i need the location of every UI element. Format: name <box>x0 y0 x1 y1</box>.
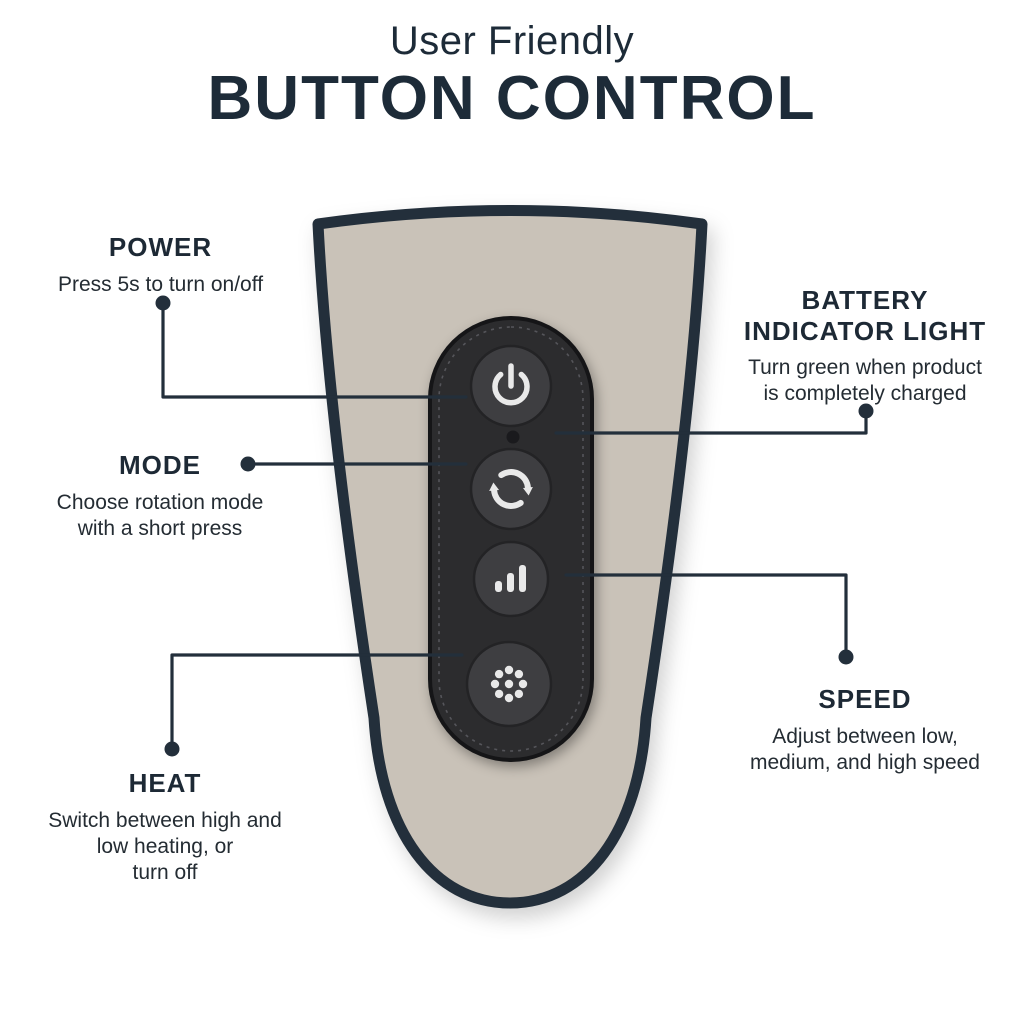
signal-bars-icon <box>495 565 526 592</box>
mode-callout: MODE Choose rotation mode with a short p… <box>30 450 290 542</box>
page-subtitle: User Friendly <box>389 19 635 63</box>
heat-callout: HEAT Switch between high and low heating… <box>25 768 305 886</box>
heat-callout-dot <box>164 741 180 757</box>
power-heading: POWER <box>108 232 213 262</box>
callout-dots <box>155 295 874 757</box>
speed-heading: SPEED <box>818 684 912 714</box>
battery-led <box>506 430 520 444</box>
heat-heading: HEAT <box>128 768 202 798</box>
page-title: BUTTON CONTROL <box>207 64 817 133</box>
battery-heading-line-1: BATTERY <box>801 285 929 315</box>
mode-heading: MODE <box>119 450 201 480</box>
mode-callout-dot <box>240 456 256 472</box>
power-icon <box>492 363 530 406</box>
power-callout: POWER Press 5s to turn on/off <box>18 232 303 298</box>
speed-callout-line <box>564 573 848 656</box>
battery-heading-line-2: INDICATOR LIGHT <box>743 315 987 346</box>
battery-description-line-2: is completely charged <box>763 382 967 406</box>
rotate-icon <box>489 469 533 509</box>
battery-description-line-1: Turn green when product <box>748 356 982 380</box>
heat-dots-icon <box>490 665 528 703</box>
mode-button <box>469 447 553 531</box>
heat-description-line-1: Switch between high and <box>48 808 282 832</box>
speed-description-line-1: Adjust between low, <box>772 724 958 748</box>
battery-callout-line <box>554 412 868 435</box>
power-callout-dot <box>155 295 171 311</box>
heat-description-line-3: turn off <box>132 860 198 884</box>
speed-callout-dot <box>838 649 854 665</box>
control-pad-stitching <box>438 326 584 752</box>
mode-description-line-1: Choose rotation mode <box>56 490 264 514</box>
heat-description-line-2: low heating, or <box>96 834 234 858</box>
title-block: User Friendly BUTTON CONTROL <box>0 18 1024 133</box>
control-pad <box>428 316 594 762</box>
power-callout-line <box>161 303 468 399</box>
battery-callout: BATTERY INDICATOR LIGHT Turn green when … <box>705 285 1024 407</box>
battery-callout-dot <box>858 403 874 419</box>
battery-heading: BATTERY INDICATOR LIGHT <box>705 285 1024 346</box>
heat-callout-line <box>170 653 464 748</box>
callout-lines <box>161 303 868 748</box>
speed-callout: SPEED Adjust between low, medium, and hi… <box>715 684 1015 776</box>
speed-description-line-2: medium, and high speed <box>750 750 980 774</box>
power-description: Press 5s to turn on/off <box>57 272 264 296</box>
mode-description-line-2: with a short press <box>77 516 243 540</box>
